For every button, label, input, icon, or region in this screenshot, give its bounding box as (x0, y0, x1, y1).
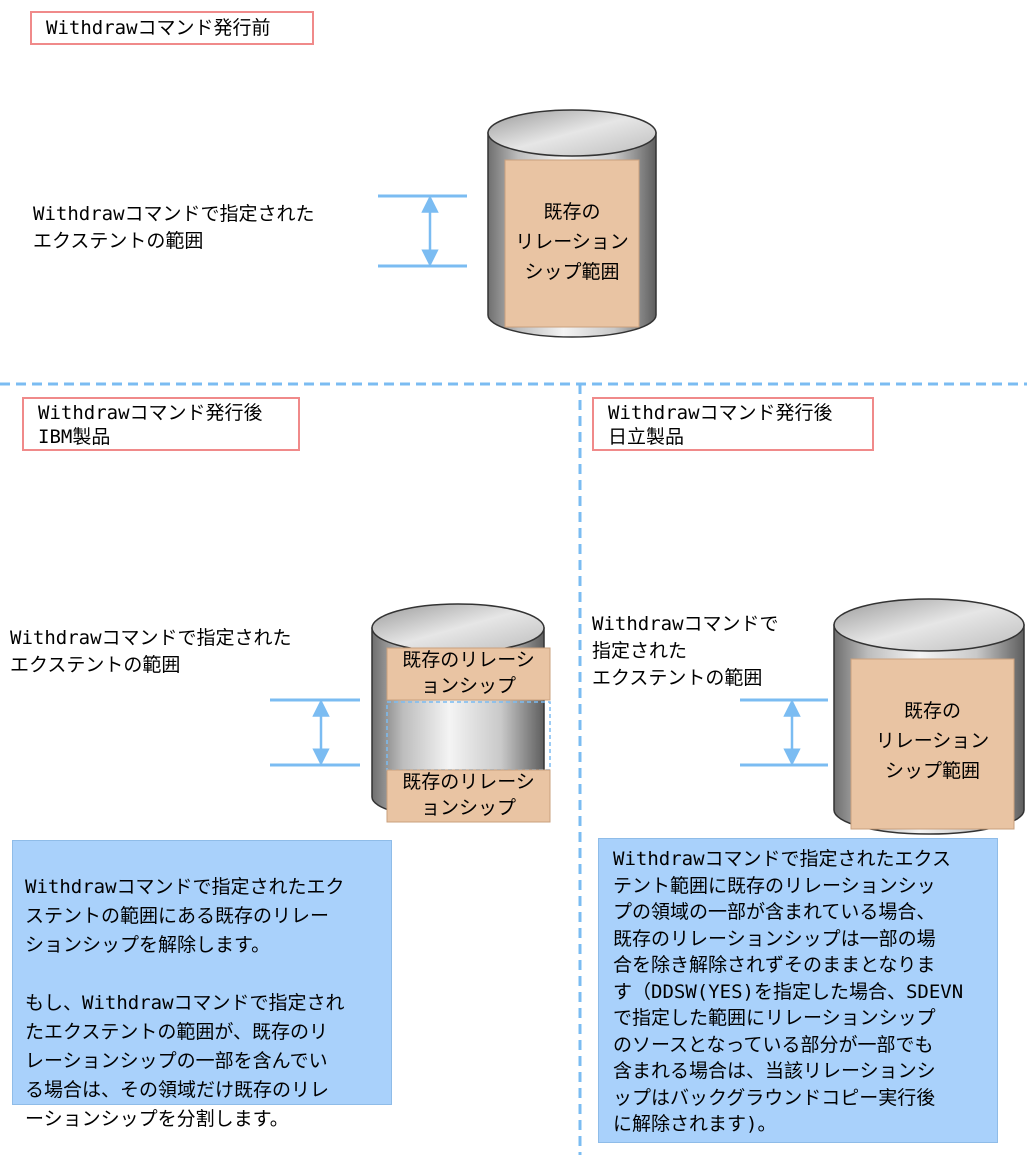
note-ibm: Withdrawコマンドで指定されたエク ステントの範囲にある既存のリレー ショ… (12, 840, 392, 1130)
relationship-label-hitachi: 既存の リレーション シップ範囲 (875, 700, 990, 782)
relationship-label-ibm-top: 既存のリレーシ ョンシップ (402, 649, 535, 697)
relationship-label-before: 既存の リレーション シップ範囲 (515, 201, 629, 283)
withdrawn-gap (386, 701, 551, 771)
extent-range-arrow-ibm (270, 698, 360, 767)
extent-range-arrow-before (378, 194, 467, 268)
range-caption-ibm: Withdrawコマンドで指定された エクステントの範囲 (10, 627, 292, 676)
range-caption-before: Withdrawコマンドで指定された エクステントの範囲 (33, 203, 315, 252)
extent-range-arrow-hitachi (740, 698, 828, 767)
relationship-segment-bottom (386, 769, 551, 823)
range-caption-hitachi: Withdrawコマンドで 指定された エクステントの範囲 (592, 613, 779, 689)
section-label-hitachi: Withdrawコマンド発行後 日立製品 (592, 397, 874, 451)
section-label-before: Withdrawコマンド発行前 (30, 11, 314, 45)
section-label-ibm: Withdrawコマンド発行後 IBM製品 (22, 397, 300, 451)
relationship-segment-top (386, 647, 551, 701)
cylinder-before (487, 109, 657, 338)
relationship-range-before (504, 159, 640, 328)
relationship-label-ibm-bottom: 既存のリレーシ ョンシップ (402, 771, 535, 819)
cylinder-ibm (371, 603, 551, 823)
cylinder-hitachi (833, 598, 1025, 835)
relationship-range-hitachi (850, 658, 1015, 830)
note-hitachi: Withdrawコマンドで指定されたエクス テント範囲に既存のリレーションシッ … (598, 838, 998, 1143)
